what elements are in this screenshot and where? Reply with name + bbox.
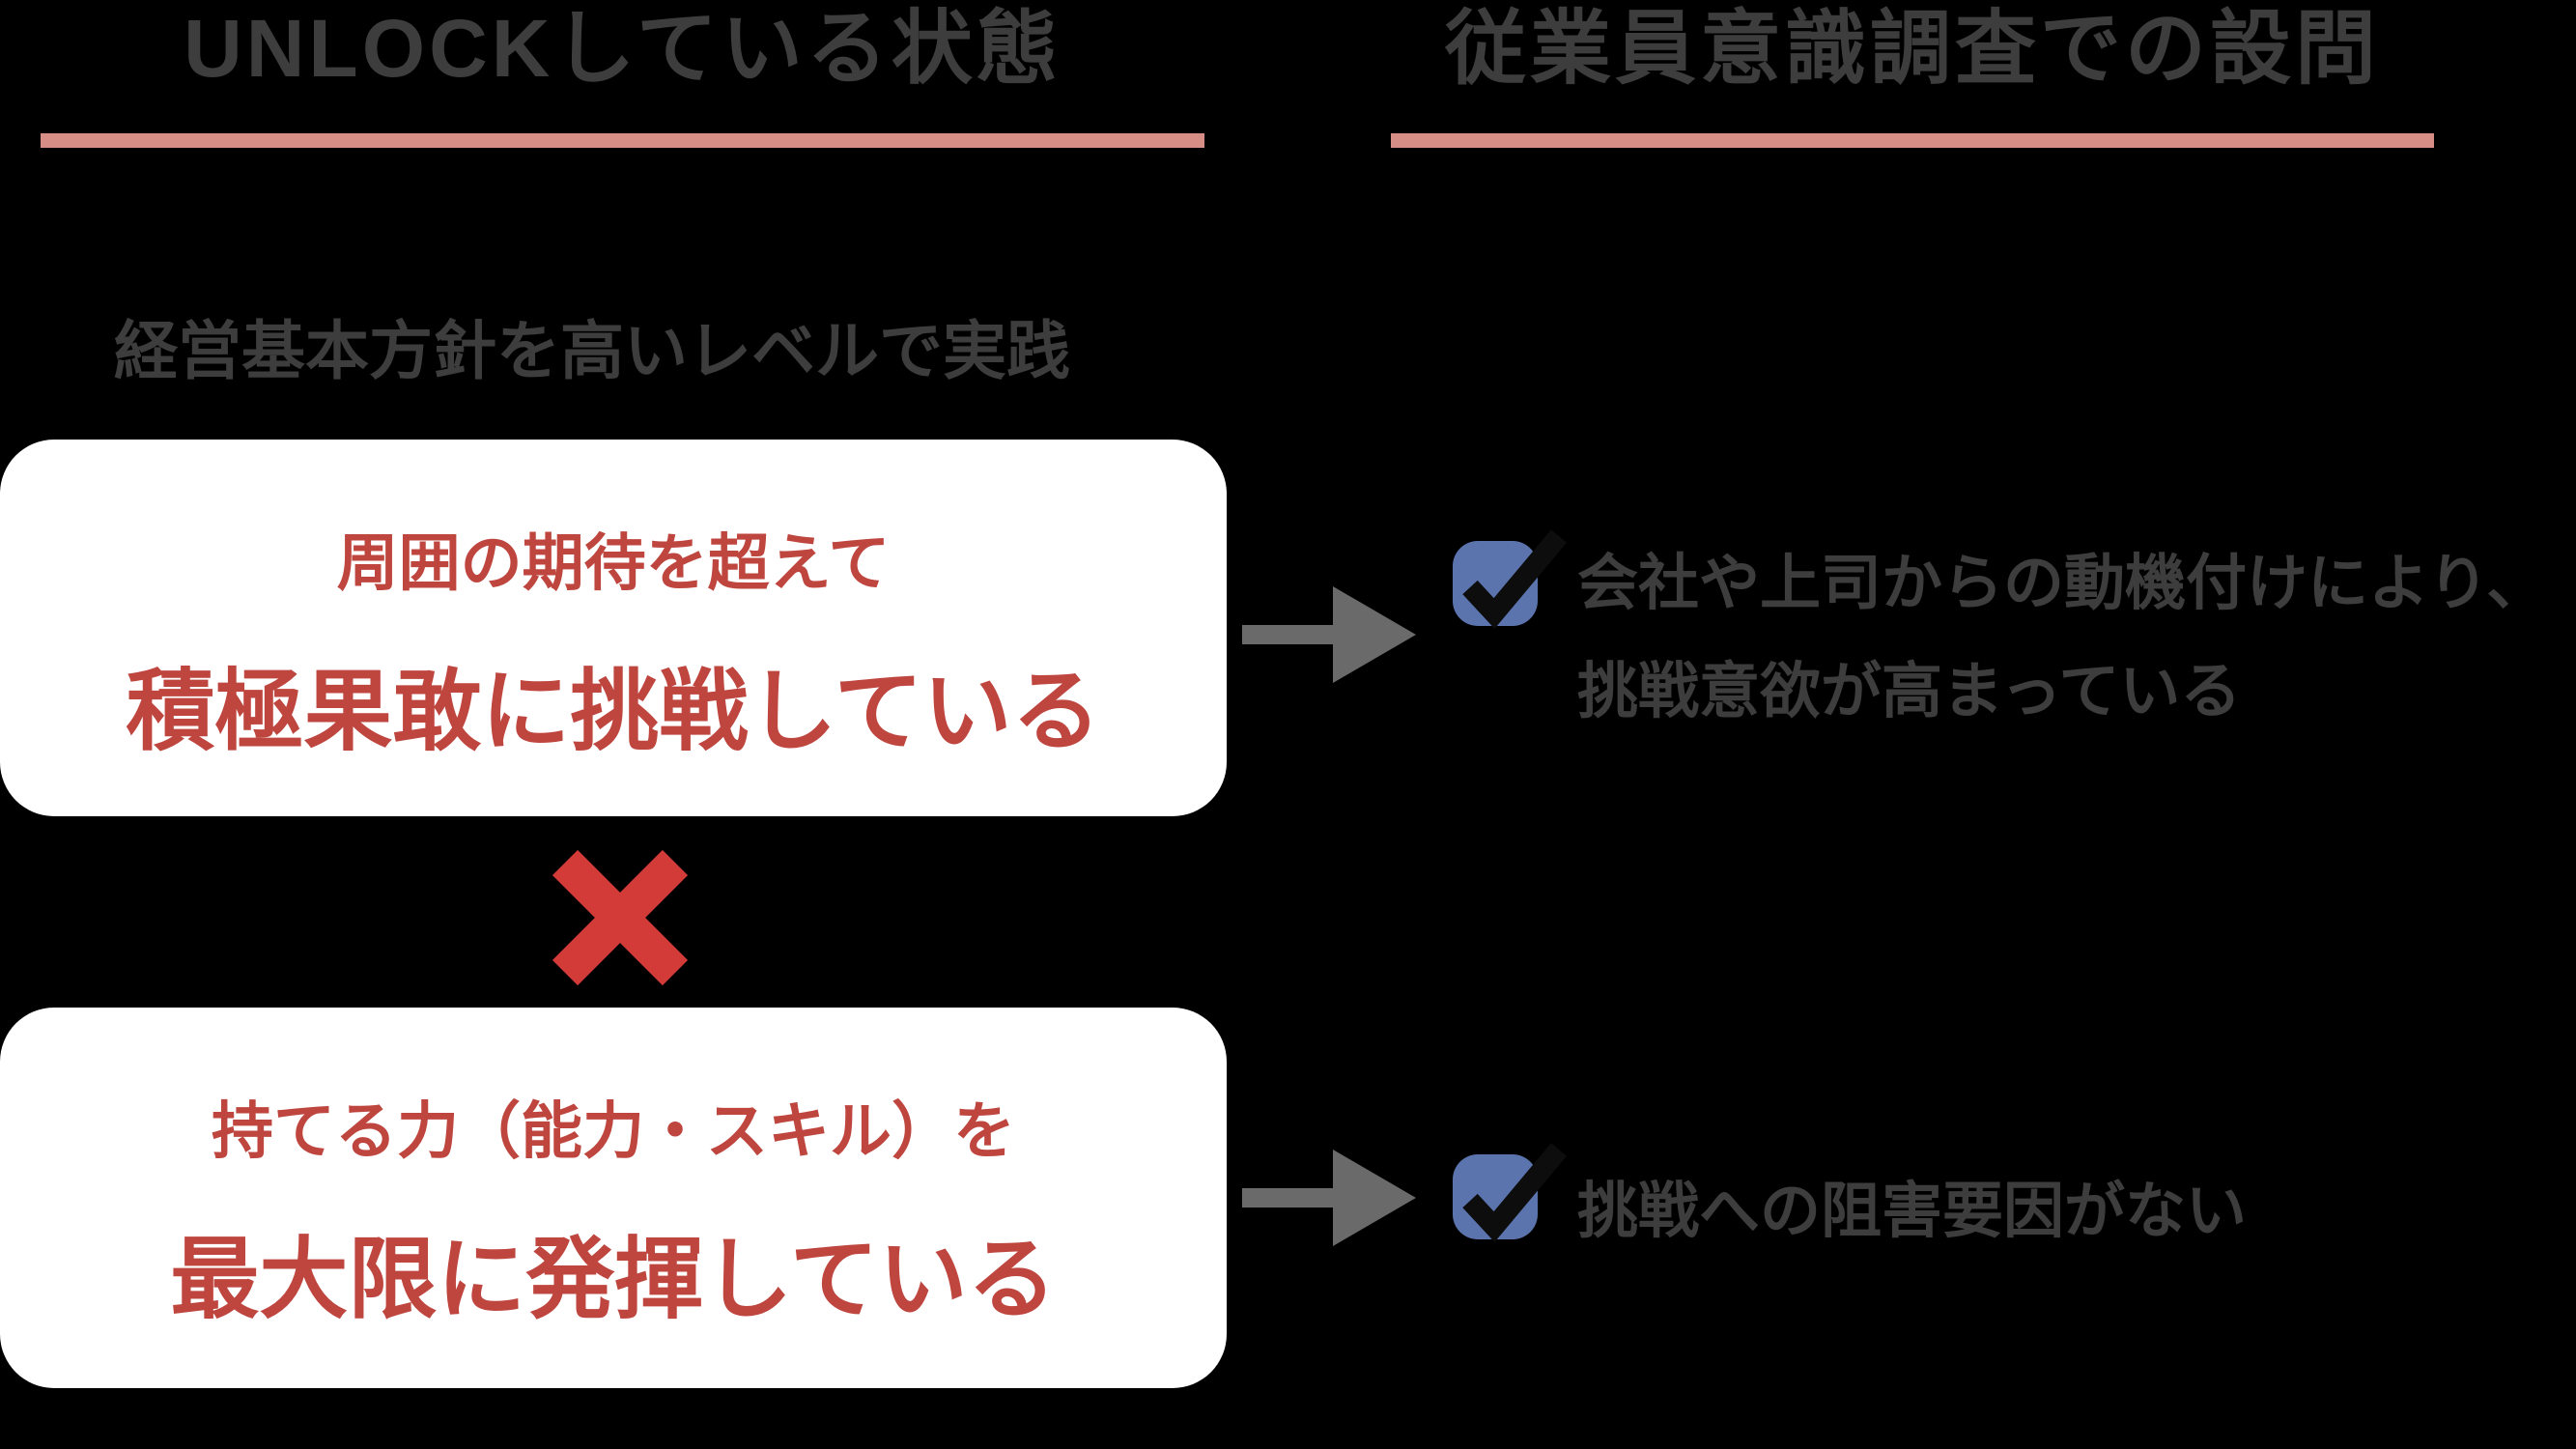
state-card-ability: 持てる力（能力・スキル）を 最大限に発揮している [0,1008,1227,1388]
checkbox-checked-icon [1451,522,1567,638]
right-arrow-icon [1242,1150,1416,1246]
state-card-challenge: 周囲の期待を超えて 積極果敢に挑戦している [0,440,1227,816]
survey-item-2-line1: 挑戦への阻害要因がない [1577,1178,2247,1245]
left-column-title: UNLOCKしている状態 [184,3,1062,94]
card-2-line1: 持てる力（能力・スキル）を [212,1096,1015,1166]
left-title-underline [41,133,1204,148]
survey-item-text: 会社や上司からの動機付けにより、 挑戦意欲が高まっている [1577,529,2547,746]
right-title-underline [1391,133,2434,148]
survey-item-1-line2: 挑戦意欲が高まっている [1577,658,2242,725]
right-column-title: 従業員意識調査での設問 [1444,3,2380,94]
checkbox-checked-icon [1451,1135,1567,1251]
left-subtitle: 経営基本方針を高いレベルで実践 [114,315,1070,386]
card-1-line2: 積極果敢に挑戦している [126,662,1101,761]
survey-item-text: 挑戦への阻害要因がない [1577,1157,2247,1265]
right-arrow-icon [1242,586,1416,683]
card-2-line2: 最大限に発揮している [170,1230,1057,1329]
cross-icon [552,850,688,985]
card-1-line1: 周囲の期待を超えて [336,528,891,598]
survey-item-1-line1: 会社や上司からの動機付けにより、 [1577,550,2548,617]
